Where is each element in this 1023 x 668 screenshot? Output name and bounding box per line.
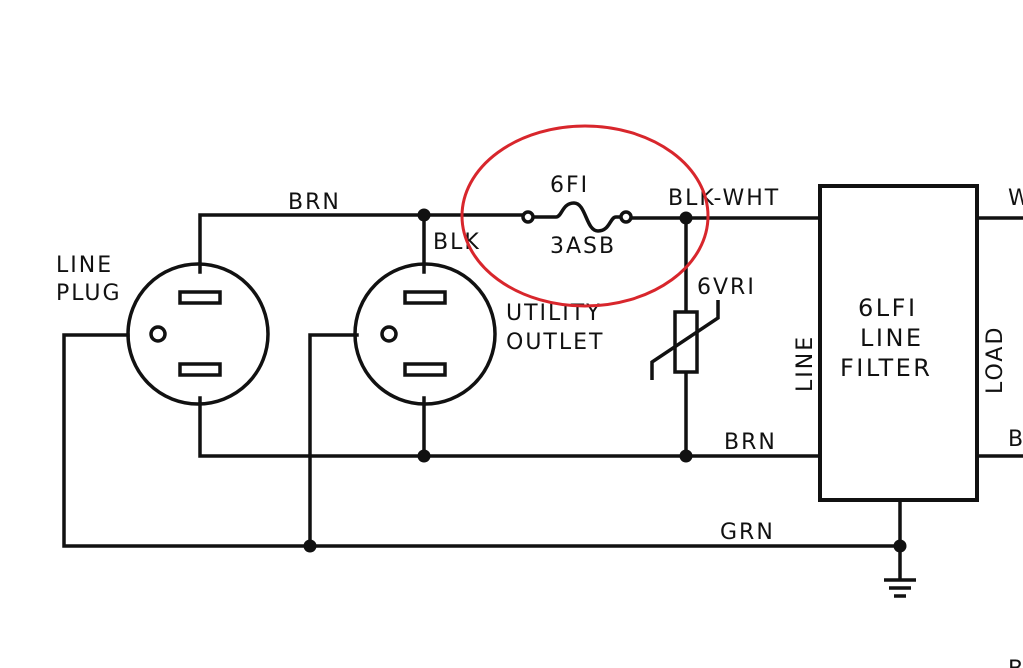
- label-filter-name: FILTER: [840, 354, 932, 382]
- line-plug-symbol: [126, 262, 270, 406]
- label-filter-line: LINE: [860, 324, 924, 352]
- fuse-symbol: [521, 201, 633, 233]
- label-brn-bottom: BRN: [724, 430, 777, 455]
- label-varistor-ref: 6VRI: [697, 275, 756, 300]
- line-filter-box: [818, 184, 979, 502]
- label-blk-wht: BLK-WHT: [668, 186, 780, 211]
- label-b-partial: B: [1008, 427, 1023, 452]
- highlight-circle: [460, 124, 710, 308]
- label-fuse-ref: 6FI: [550, 173, 589, 198]
- varistor-symbol: [650, 300, 720, 380]
- label-line-side: LINE: [793, 335, 818, 392]
- wire-grn-outlet: [308, 333, 359, 548]
- wire-brn-bottom: [198, 396, 822, 458]
- label-line-plug-2: PLUG: [56, 281, 122, 306]
- junction-dots: [303, 208, 907, 553]
- label-filter-ref: 6LFI: [858, 294, 918, 322]
- label-grn: GRN: [720, 520, 775, 545]
- label-outlet: OUTLET: [506, 330, 604, 355]
- utility-outlet-symbol: [353, 262, 497, 406]
- label-bottom-partial: B: [1008, 657, 1023, 668]
- wire-grn-plug: [62, 333, 902, 548]
- label-w-partial: W: [1008, 186, 1023, 211]
- label-brn-top: BRN: [288, 190, 341, 215]
- ground-icon: [884, 578, 916, 598]
- label-fuse-rating: 3ASB: [550, 234, 616, 259]
- label-line-plug: LINE: [56, 253, 113, 278]
- label-load-side: LOAD: [983, 326, 1008, 394]
- label-blk: BLK: [433, 230, 481, 255]
